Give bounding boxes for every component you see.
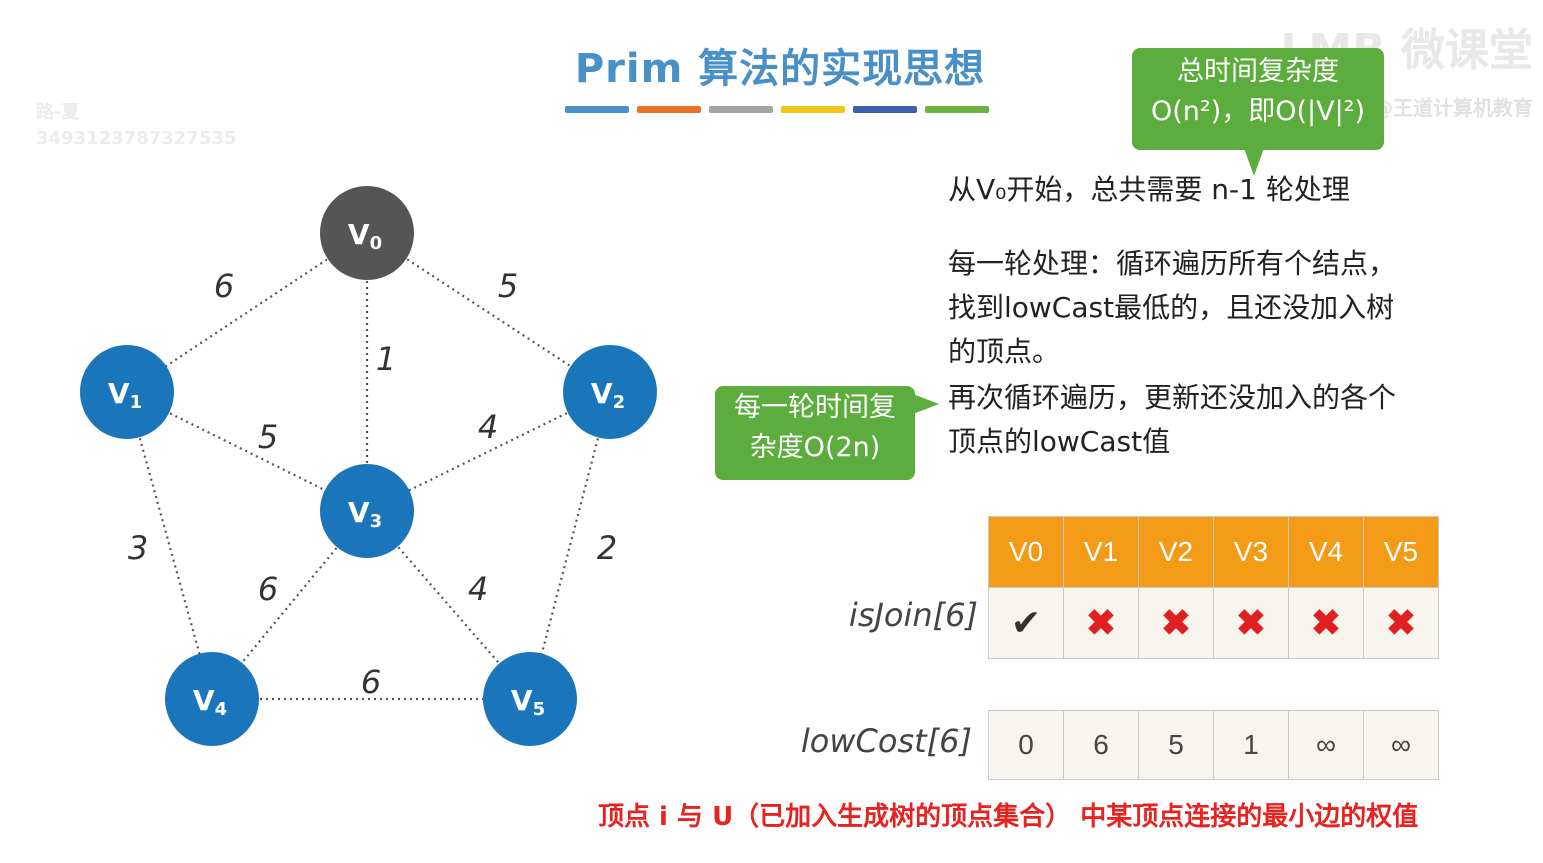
description-each-round: 每一轮处理：循环遍历所有个结点，找到lowCast最低的，且还没加入树的顶点。 [948, 247, 1397, 368]
edge-v2-v5 [528, 391, 612, 700]
lowcost-cell: 6 [1063, 710, 1139, 780]
page-title: Prim 算法的实现思想 [574, 46, 986, 92]
lowcost-row: 0 6 5 1 ∞ ∞ [988, 710, 1439, 780]
node-label: V0 [348, 218, 382, 254]
node-label: V4 [193, 684, 227, 720]
node-v5: V5 [483, 652, 577, 746]
edge-v1-v4 [125, 391, 214, 700]
header-cell: V1 [1063, 516, 1139, 588]
lowcost-cell: ∞ [1363, 710, 1439, 780]
edge-weight-v2-v5: 2 [597, 529, 617, 567]
node-v4: V4 [165, 652, 259, 746]
description-update: 再次循环遍历，更新还没加入的各个顶点的lowCast值 [948, 381, 1397, 458]
header-cell: V0 [988, 516, 1064, 588]
header-cell: V5 [1363, 516, 1439, 588]
check-icon: ✔ [988, 587, 1064, 659]
watermark-sub: @王道计算机教育 [1373, 96, 1533, 120]
description-rounds: 从V₀开始，总共需要 n-1 轮处理 [948, 173, 1350, 206]
edge-weight-v0-v2: 5 [498, 267, 518, 305]
graph-weights: 6 5 1 5 4 3 2 6 4 6 [128, 267, 617, 701]
node-label: V2 [591, 377, 625, 413]
edge-weight-v2-v3: 4 [478, 408, 498, 446]
watermark-user: 路-夏 3493123787327535 [36, 100, 236, 152]
cross-icon: ✖ [1138, 587, 1214, 659]
round-complexity-line2: 杂度O(2n) [749, 432, 881, 463]
lowcost-cell: 1 [1213, 710, 1289, 780]
lowcost-cell: ∞ [1288, 710, 1364, 780]
isjoin-label: isJoin[6] [848, 596, 978, 634]
lowcost-table: 0 6 5 1 ∞ ∞ [988, 710, 1439, 780]
lowcost-label: lowCost[6] [800, 722, 972, 760]
header-cell: V3 [1213, 516, 1289, 588]
header-cell: V2 [1138, 516, 1214, 588]
stripe [709, 106, 773, 113]
node-label: V1 [108, 377, 142, 413]
title-color-stripes [565, 106, 989, 113]
edge-weight-v0-v1: 6 [214, 267, 234, 305]
isjoin-table: V0 V1 V2 V3 V4 V5 ✔ ✖ ✖ ✖ ✖ ✖ [988, 516, 1439, 659]
node-circle [563, 345, 657, 439]
watermark-user-id: 3493123787327535 [36, 128, 237, 149]
node-v0: V0 [320, 186, 414, 280]
stripe [925, 106, 989, 113]
edge-weight-v3-v4: 6 [258, 570, 278, 608]
node-circle [320, 464, 414, 558]
stripe [853, 106, 917, 113]
edge-weight-v4-v5: 6 [361, 663, 381, 701]
node-label: V5 [511, 684, 545, 720]
isjoin-row: ✔ ✖ ✖ ✖ ✖ ✖ [988, 587, 1439, 659]
edge-v0-v2 [366, 232, 611, 393]
edge-weight-v0-v3: 1 [376, 340, 396, 378]
node-circle [165, 652, 259, 746]
edge-weight-v3-v5: 4 [468, 570, 488, 608]
node-v1: V1 [80, 345, 174, 439]
edge-v3-v4 [211, 510, 368, 700]
total-complexity-line2: O(n²)，即O(|V|²) [1150, 96, 1366, 127]
cross-icon: ✖ [1213, 587, 1289, 659]
cross-icon: ✖ [1063, 587, 1139, 659]
lowcost-cell: 5 [1138, 710, 1214, 780]
header-row: V0 V1 V2 V3 V4 V5 [988, 516, 1439, 588]
total-complexity-line1: 总时间复杂度 [1177, 56, 1339, 87]
cross-icon: ✖ [1288, 587, 1364, 659]
node-circle [483, 652, 577, 746]
cross-icon: ✖ [1363, 587, 1439, 659]
edge-weight-v1-v3: 5 [258, 418, 278, 456]
node-circle [320, 186, 414, 280]
stripe [637, 106, 701, 113]
node-v2: V2 [563, 345, 657, 439]
lowcost-footnote: 顶点 i 与 U（已加入生成树的顶点集合） 中某顶点连接的最小边的权值 [598, 802, 1419, 832]
edge-weight-v1-v4: 3 [128, 529, 148, 567]
node-circle [80, 345, 174, 439]
node-label: V3 [348, 496, 382, 532]
header-cell: V4 [1288, 516, 1364, 588]
round-complexity-callout: 每一轮时间复 杂度O(2n) [715, 386, 939, 480]
round-complexity-line1: 每一轮时间复 [734, 392, 896, 423]
stripe [781, 106, 845, 113]
node-v3: V3 [320, 464, 414, 558]
lowcost-cell: 0 [988, 710, 1064, 780]
total-complexity-callout: 总时间复杂度 O(n²)，即O(|V|²) [1132, 48, 1384, 176]
watermark-user-name: 路-夏 [36, 102, 80, 123]
stripe [565, 106, 629, 113]
